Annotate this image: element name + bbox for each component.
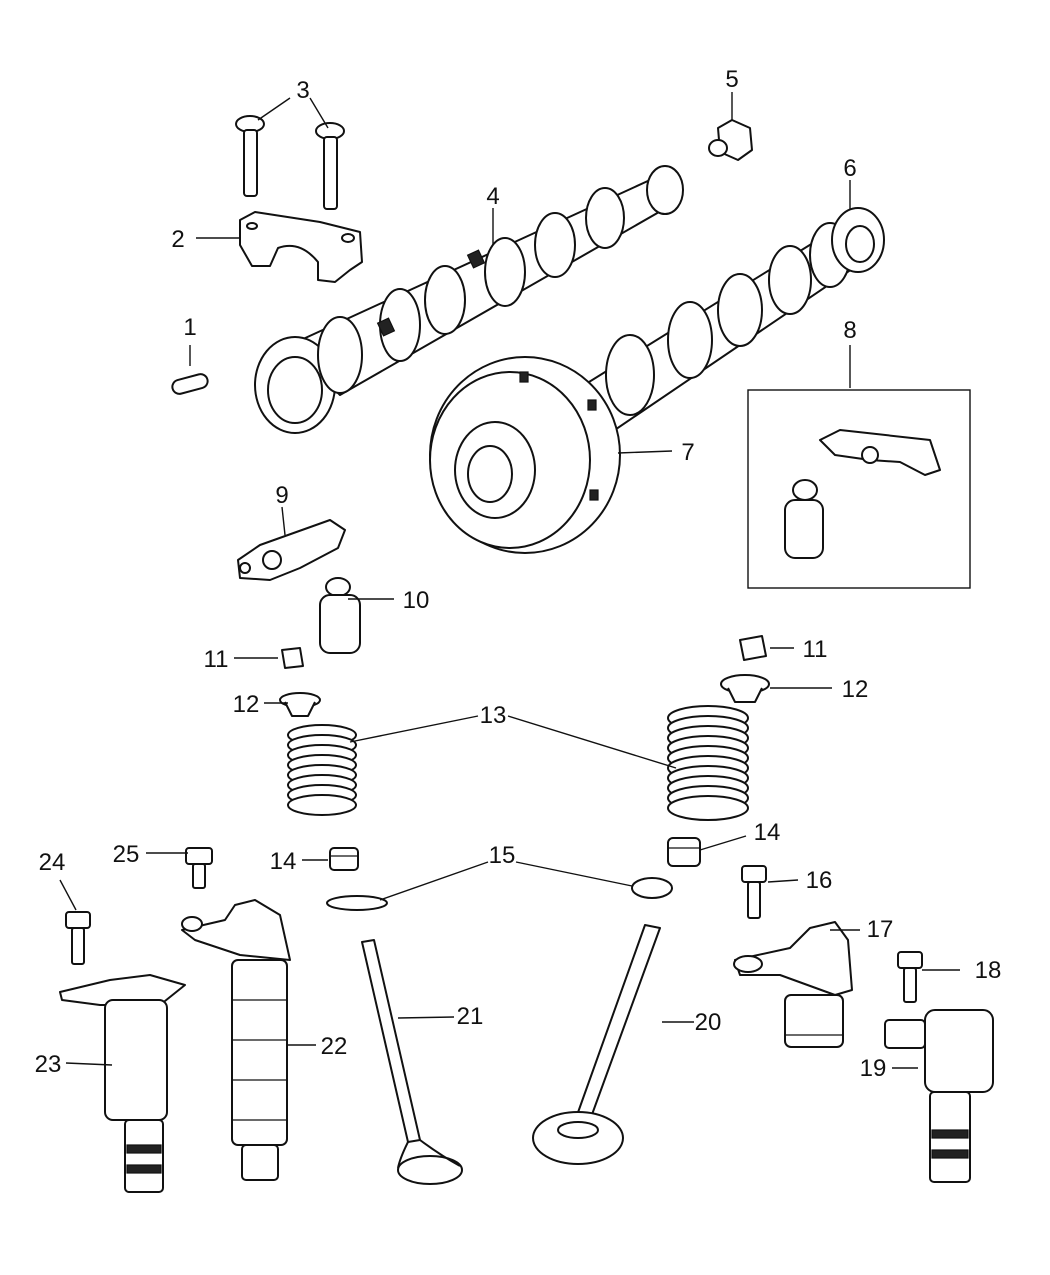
callout-14-right: 14	[754, 819, 781, 846]
part-seal-left	[329, 847, 359, 871]
part-keeper-left	[281, 647, 304, 669]
part-washer-right	[631, 877, 673, 899]
part-valve-intake	[361, 939, 463, 1185]
callout-15: 15	[489, 842, 516, 869]
callout-23: 23	[35, 1051, 62, 1078]
callout-21: 21	[457, 1003, 484, 1030]
callout-19: 19	[860, 1055, 887, 1082]
part-bolt-25	[185, 847, 213, 889]
callout-7: 7	[681, 439, 694, 466]
callout-3: 3	[296, 77, 309, 104]
part-rocker-arm	[237, 519, 346, 581]
callout-12-right: 12	[842, 676, 869, 703]
callout-11-left: 11	[204, 646, 229, 673]
part-plug	[708, 119, 753, 161]
part-bolt-16	[741, 865, 767, 919]
part-lash-adjuster	[319, 577, 361, 654]
part-valve-exhaust	[532, 924, 661, 1165]
callout-16: 16	[806, 867, 833, 894]
part-keeper-right	[739, 635, 767, 661]
callout-8: 8	[843, 317, 856, 344]
leader-lines	[59, 92, 960, 1069]
part-cam-phaser	[429, 356, 621, 554]
part-bolt-24	[65, 911, 91, 965]
part-solenoid-right	[884, 1009, 994, 1183]
callout-25: 25	[113, 841, 140, 868]
callout-9: 9	[275, 482, 288, 509]
callout-11-right: 11	[803, 636, 828, 663]
part-solenoid-left	[59, 974, 186, 1193]
callout-20: 20	[695, 1009, 722, 1036]
part-spring-right	[667, 705, 749, 821]
part-camshaft-upper	[254, 165, 684, 434]
callout-4: 4	[486, 183, 499, 210]
callout-2: 2	[171, 226, 184, 253]
part-ocv-housing-right	[733, 921, 853, 1048]
callout-12-left: 12	[233, 691, 260, 718]
callout-10: 10	[403, 587, 430, 614]
callout-6: 6	[843, 155, 856, 182]
part-bearing-cap	[239, 211, 363, 283]
part-camshaft-lower	[559, 207, 885, 441]
callout-17: 17	[867, 916, 894, 943]
part-washer-left	[326, 895, 388, 911]
part-ocv-housing-left	[181, 899, 291, 1181]
callout-14-left: 14	[270, 848, 297, 875]
callout-labels: 1 2 3 4 5 6 7 8 9 10 11 11 12 12 13 14 1…	[35, 66, 1002, 1082]
part-spring-left	[287, 724, 357, 816]
part-retainer-right	[720, 674, 770, 703]
callout-1: 1	[183, 314, 196, 341]
part-dowel-pin	[171, 373, 209, 395]
part-cap-bolts	[235, 115, 345, 210]
callout-22: 22	[321, 1033, 348, 1060]
callout-13: 13	[480, 702, 507, 729]
callout-24: 24	[39, 849, 66, 876]
callout-5: 5	[725, 66, 738, 93]
part-kit-box	[747, 389, 971, 589]
part-seal-right	[667, 837, 701, 867]
part-bolt-18	[897, 951, 923, 1003]
part-retainer-left	[279, 692, 321, 717]
callout-18: 18	[975, 957, 1002, 984]
